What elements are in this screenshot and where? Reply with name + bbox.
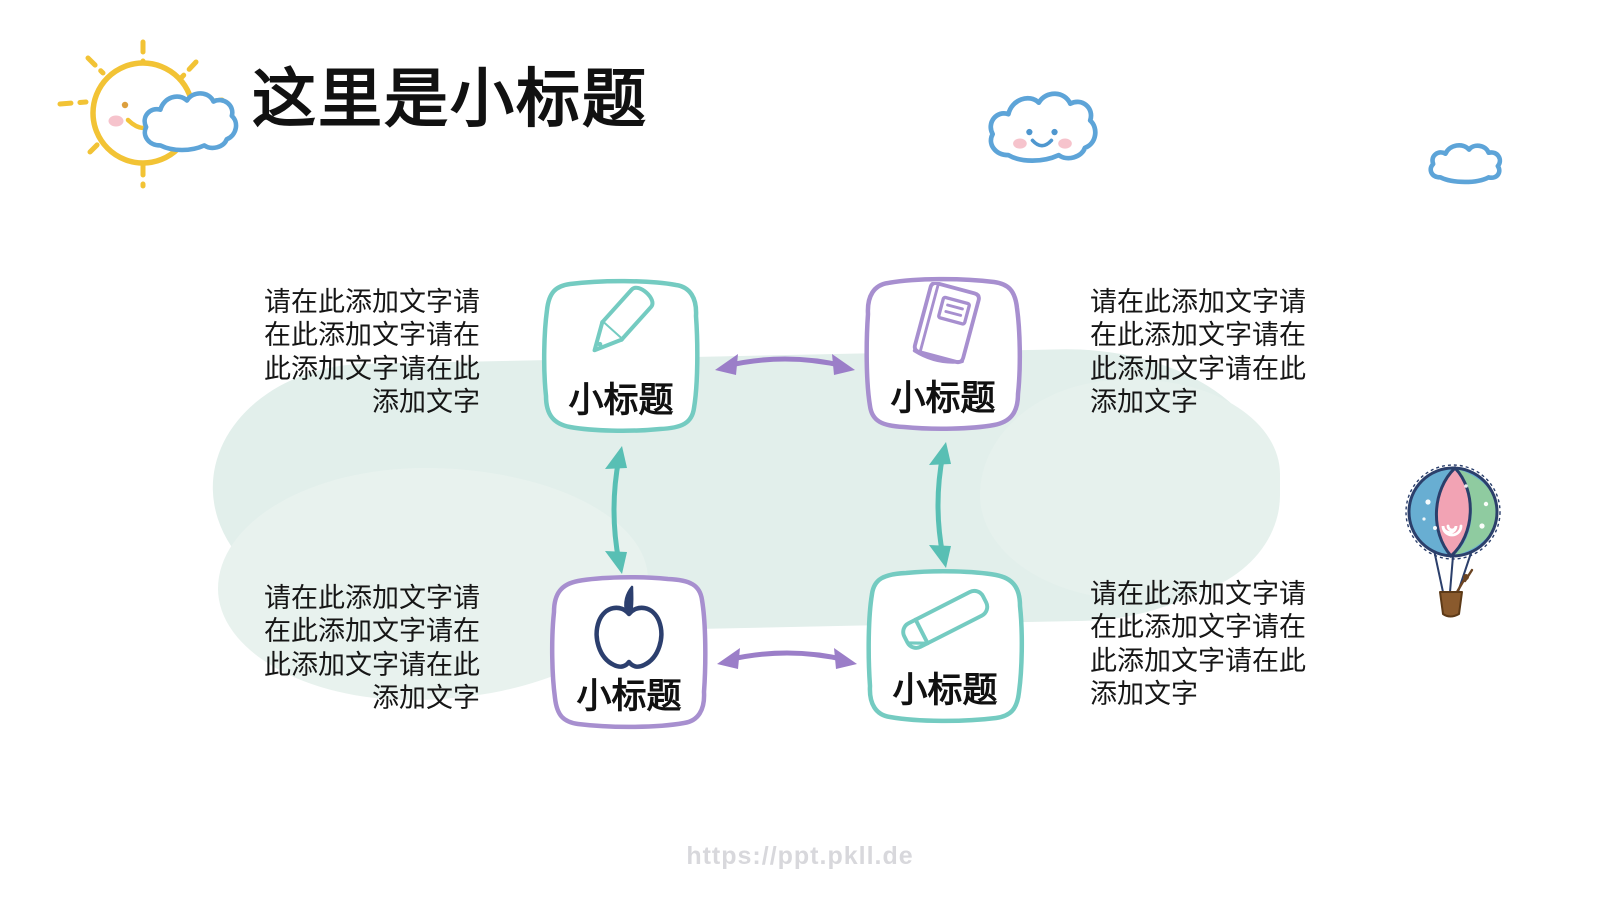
book-icon bbox=[912, 282, 981, 365]
text-block-bottom-left: 请在此添加文字请在此添加文字请在此添加文字请在此添加文字 bbox=[264, 583, 480, 714]
node-label: 小标题 bbox=[892, 671, 998, 710]
apple-icon bbox=[594, 585, 664, 669]
text-block-top-left: 请在此添加文字请在此添加文字请在此添加文字请在此添加文字 bbox=[264, 287, 480, 418]
node-box-book: 小标题 bbox=[858, 274, 1028, 434]
vertical-arrow-left bbox=[605, 446, 627, 574]
node-label: 小标题 bbox=[576, 677, 682, 716]
watermark: https://ppt.pkll.de bbox=[686, 842, 914, 870]
horizontal-arrow-top bbox=[715, 354, 855, 375]
cloud-icon bbox=[142, 91, 239, 153]
page-title: 这里是小标题 bbox=[252, 63, 648, 135]
text-block-top-right: 请在此添加文字请在此添加文字请在此添加文字请在此添加文字 bbox=[1090, 287, 1306, 418]
node-label: 小标题 bbox=[890, 379, 996, 418]
background-blob bbox=[980, 380, 1280, 600]
node-label: 小标题 bbox=[568, 381, 674, 420]
cloud-face-icon bbox=[988, 91, 1098, 163]
small-cloud-icon bbox=[1428, 143, 1503, 185]
pencil-icon bbox=[592, 285, 655, 353]
node-box-apple: 小标题 bbox=[544, 572, 714, 732]
node-box-chalk: 小标题 bbox=[860, 566, 1030, 726]
chalk-icon bbox=[901, 588, 990, 650]
horizontal-arrow-bottom bbox=[717, 648, 857, 669]
text-block-bottom-right: 请在此添加文字请在此添加文字请在此添加文字请在此添加文字 bbox=[1090, 579, 1306, 710]
node-box-pencil: 小标题 bbox=[536, 276, 706, 436]
vertical-arrow-right bbox=[929, 442, 951, 568]
hot-air-balloon-icon bbox=[1405, 464, 1501, 618]
